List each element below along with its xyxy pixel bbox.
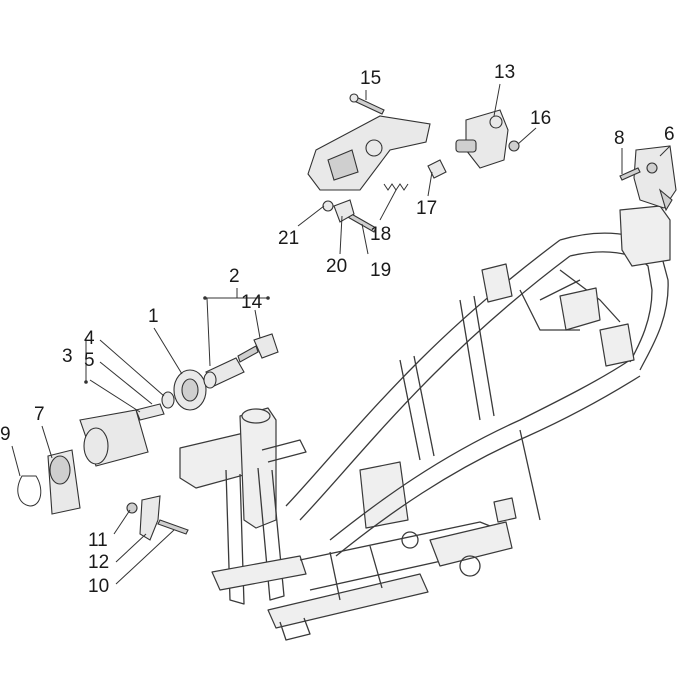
label-part-11: 11 [88,530,108,551]
label-part-16: 16 [530,108,551,129]
part-13-lock-actuator [455,109,509,169]
label-part-2: 2 [229,266,240,287]
part-labels: 15 13 16 8 6 17 18 21 20 19 2 14 1 4 3 5… [0,62,675,597]
part-4-spring [161,391,175,409]
part-21-washer [322,200,334,212]
label-part-8: 8 [614,128,625,149]
saddle-lock-bracket [307,115,431,191]
label-part-13: 13 [494,62,515,83]
label-part-15: 15 [360,68,381,89]
part-5-pin [135,403,165,421]
label-part-19: 19 [370,260,391,281]
part-1-ring-nut [173,369,207,411]
label-part-5: 5 [84,350,95,371]
part-20-lever [333,199,355,223]
label-part-9: 9 [0,424,11,445]
part-15-bolt [349,93,385,115]
part-10-pin [157,519,189,535]
part-9-ring [17,475,42,507]
label-part-20: 20 [326,256,347,277]
label-part-6: 6 [664,124,675,145]
label-part-18: 18 [370,224,391,245]
part-2-lock-cylinder [203,357,245,389]
label-part-21: 21 [278,228,299,249]
part-14-key [237,333,279,363]
label-part-1: 1 [148,306,159,327]
label-part-7: 7 [34,404,45,425]
label-part-4: 4 [84,328,95,349]
part-16-screw [508,140,520,152]
part-12-lever [139,495,161,541]
label-part-3: 3 [62,346,73,367]
part-18-spring [383,183,409,191]
part-7-lock-housing [47,409,149,515]
label-part-14: 14 [241,292,263,313]
part-8-bolt [619,167,641,181]
label-part-10: 10 [88,576,109,597]
label-part-17: 17 [416,198,437,219]
label-part-12: 12 [88,552,109,573]
part-6-seat-latch [633,145,677,212]
leader-lines [11,83,671,585]
scooter-frame [179,205,671,641]
part-17-clip [427,159,447,179]
